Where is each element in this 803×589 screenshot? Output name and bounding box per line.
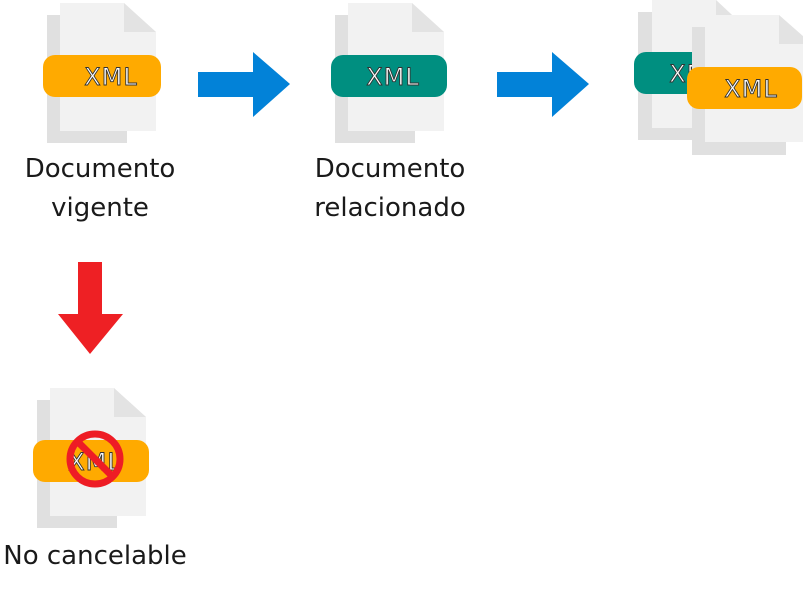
label-documento-relacionado: Documento relacionado: [300, 150, 480, 228]
label-line-2: relacionado: [314, 193, 466, 223]
xml-badge-text: XML: [84, 63, 138, 91]
arrow-right-icon: [198, 52, 290, 117]
xml-badge: [331, 55, 447, 97]
label-line-1: Documento: [24, 154, 176, 184]
label-documento-vigente: Documento vigente: [10, 150, 190, 228]
xml-document-related: XML: [330, 0, 454, 145]
arrow-right-icon: [497, 52, 589, 117]
label-line-2: vigente: [51, 193, 149, 223]
xml-document-current: XML: [42, 0, 166, 145]
prohibited-icon: [66, 430, 124, 488]
xml-document-not-cancelable: XML: [32, 385, 156, 530]
xml-badge: [43, 55, 161, 97]
xml-file-icon-front: XML: [687, 15, 803, 155]
label-no-cancelable: No cancelable: [3, 541, 187, 571]
label-line-1: Documento: [314, 154, 466, 184]
xml-file-icon: XML: [33, 388, 149, 528]
xml-file-icon: XML: [331, 3, 447, 143]
xml-file-icon: XML: [43, 3, 161, 143]
xml-badge-text: XML: [724, 75, 778, 103]
xml-document-stack: XML XML: [634, 0, 803, 160]
arrow-down-icon: [58, 262, 123, 354]
xml-badge-text: XML: [366, 63, 420, 91]
xml-badge-front: [687, 67, 802, 109]
